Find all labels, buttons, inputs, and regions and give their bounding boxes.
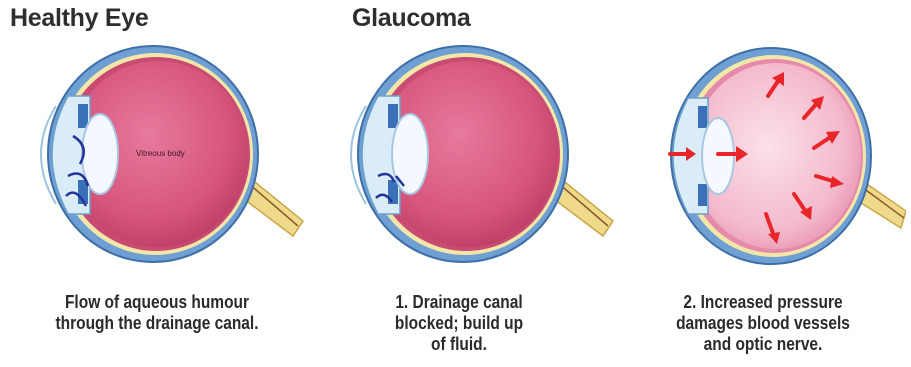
caption-line: 2. Increased pressure xyxy=(638,292,887,313)
caption-blocked: 1. Drainage canal blocked; build up of f… xyxy=(334,292,583,355)
caption-healthy: Flow of aqueous humour through the drain… xyxy=(32,292,281,334)
caption-line: damages blood vessels xyxy=(638,313,887,334)
vitreous-body-label: Vitreous body xyxy=(136,149,185,158)
heading-glaucoma: Glaucoma xyxy=(352,4,470,33)
caption-line: and optic nerve. xyxy=(638,334,887,355)
caption-line: of fluid. xyxy=(334,334,583,355)
caption-line: Flow of aqueous humour xyxy=(32,292,281,313)
caption-line: through the drainage canal. xyxy=(32,313,281,334)
glaucoma-blocked-eye-illustration xyxy=(338,36,618,286)
caption-line: 1. Drainage canal xyxy=(334,292,583,313)
lens xyxy=(392,114,428,194)
glaucoma-pressure-eye-illustration xyxy=(656,36,906,286)
caption-line: blocked; build up xyxy=(334,313,583,334)
heading-healthy-eye: Healthy Eye xyxy=(10,4,148,33)
healthy-eye-illustration: Vitreous body xyxy=(28,36,308,286)
caption-pressure: 2. Increased pressure damages blood vess… xyxy=(638,292,887,355)
